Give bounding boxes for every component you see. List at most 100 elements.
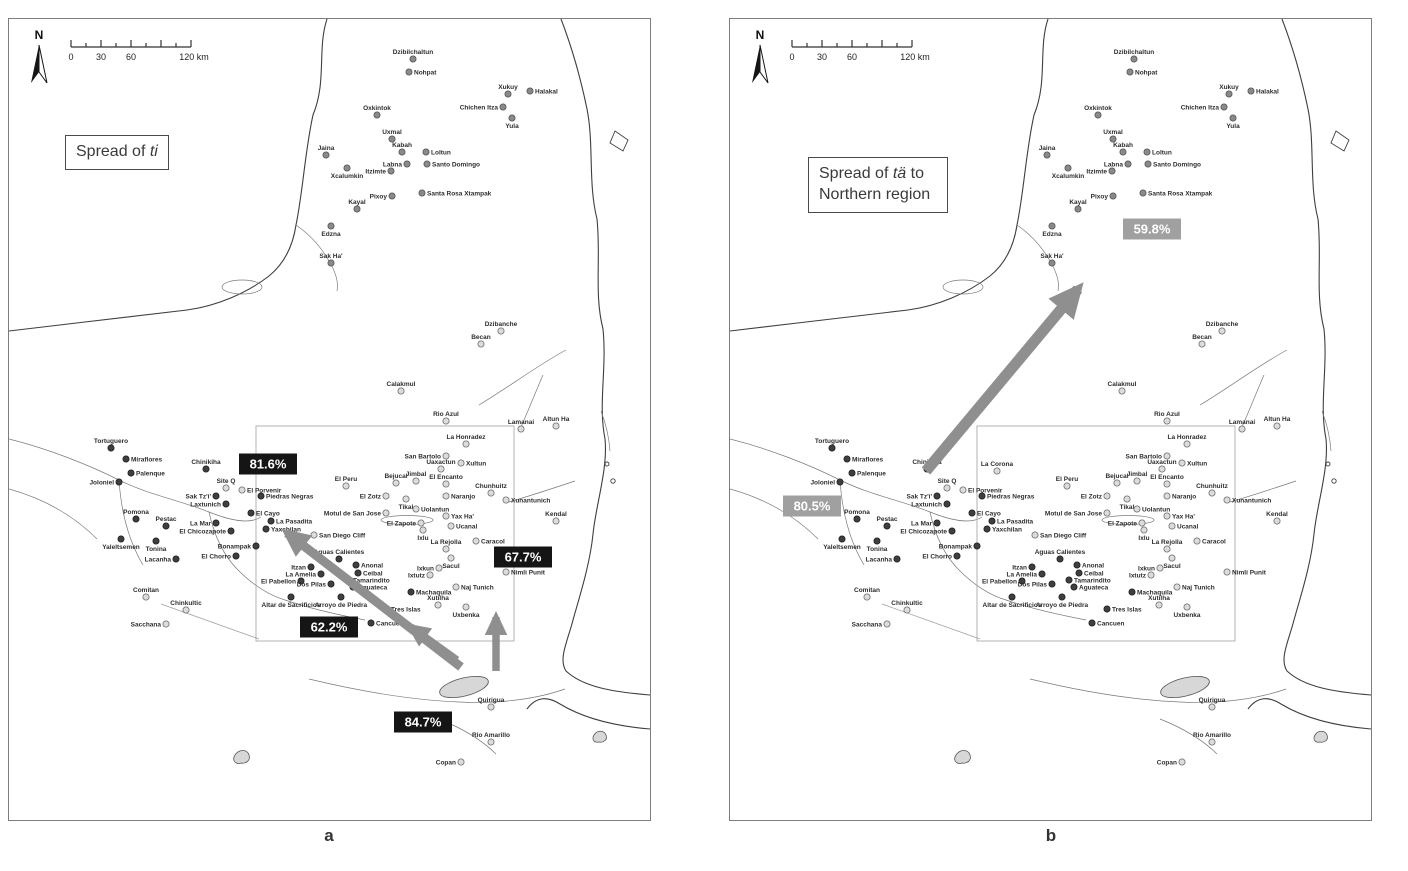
- site-dot: [442, 492, 450, 500]
- north-label: N: [756, 28, 765, 42]
- site-dot: [1103, 605, 1111, 613]
- site-label: Sacul: [1163, 563, 1181, 570]
- site-dot: [517, 425, 525, 433]
- site-naranjo: Naranjo: [442, 492, 475, 501]
- site-label: Uxbenka: [1173, 612, 1200, 619]
- site-altar-de-sacrificios: Altar de Sacrificios: [262, 593, 321, 609]
- site-bonampak: Bonampak: [218, 542, 260, 551]
- site-dot: [1109, 192, 1117, 200]
- site-chunhuitz: Chunhuitz: [1196, 483, 1229, 497]
- site-bonampak: Bonampak: [939, 542, 981, 551]
- site-label: La Pasadita: [276, 519, 313, 526]
- percent-badge: 59.8%: [1123, 218, 1181, 240]
- site-label: Xunantunich: [1232, 498, 1271, 505]
- site-label: Xutilha: [1148, 595, 1170, 602]
- site-la-mar: La Mar: [190, 519, 220, 528]
- site-label: Tikal: [399, 504, 414, 511]
- scale-tick-30: 30: [96, 52, 106, 62]
- site-santa-rosa-xtampak: Santa Rosa Xtampak: [418, 189, 492, 198]
- site-label: La Honradez: [1167, 434, 1207, 441]
- site-el-encanto: El Encanto: [429, 474, 463, 488]
- site-dot: [1208, 703, 1216, 711]
- spread-arrow: [406, 623, 460, 664]
- site-dot: [853, 515, 861, 523]
- site-label: Machaquila: [416, 590, 452, 597]
- site-label: Sak Ha': [1040, 253, 1064, 260]
- site-label: Chichen Itza: [1181, 105, 1220, 112]
- arrows-layer: [921, 282, 1084, 475]
- site-joloniel: Joloniel: [89, 478, 123, 487]
- site-label: Kayal: [1069, 199, 1087, 206]
- site-uaxactun: Uaxactun: [1147, 459, 1177, 473]
- site-dot: [392, 479, 400, 487]
- site-dot: [422, 148, 430, 156]
- site-el-cayo: El Cayo: [968, 509, 1001, 518]
- site-label: Jimbal: [406, 471, 427, 478]
- scale-tick-120: 120 km: [179, 52, 209, 62]
- site-dot: [132, 515, 140, 523]
- site-piedras-negras: Piedras Negras: [978, 492, 1035, 501]
- site-label: Copan: [1157, 760, 1177, 767]
- site-label: Naj Tunich: [461, 585, 494, 592]
- site-uolantun: Uolantun: [412, 505, 449, 514]
- site-dot: [342, 482, 350, 490]
- site-dot: [1118, 387, 1126, 395]
- site-anonal: Anonal: [1073, 561, 1104, 570]
- percent-badge: 80.5%: [783, 495, 841, 517]
- site-san-bartolo: San Bartolo: [405, 452, 450, 461]
- site-label: El Zapote: [1108, 521, 1138, 528]
- site-dot: [1058, 593, 1066, 601]
- north-arrow: N: [31, 28, 48, 84]
- site-label: San Bartolo: [1126, 454, 1163, 461]
- site-label: Pestac: [156, 516, 177, 523]
- percent-badge-box: [494, 546, 552, 568]
- site-label: Joloniel: [810, 480, 835, 487]
- site-label: Sacul: [442, 563, 460, 570]
- site-dot: [1031, 531, 1039, 539]
- site-el-peru: El Peru: [335, 476, 357, 490]
- site-label: Site Q: [938, 478, 957, 485]
- site-label: Bonampak: [939, 544, 973, 551]
- site-rio-amarillo: Rio Amarillo: [1193, 732, 1231, 746]
- site-label: El Porvenir: [247, 488, 282, 495]
- site-el-zapote: El Zapote: [1108, 519, 1146, 528]
- site-dot: [327, 259, 335, 267]
- site-label: Anonal: [361, 563, 383, 570]
- site-dot: [252, 542, 260, 550]
- site-label: Dzibilchaltun: [1114, 49, 1154, 56]
- site-xunantunich: Xunantunich: [1223, 496, 1271, 505]
- site-label: Machaquila: [1137, 590, 1173, 597]
- site-ucanal: Ucanal: [1168, 522, 1199, 531]
- site-sak-ha-: Sak Ha': [1040, 253, 1064, 267]
- site-label: Tres Islas: [1112, 607, 1142, 614]
- site-dot: [322, 151, 330, 159]
- site-san-diego-cliff: San Diego Cliff: [1031, 531, 1087, 540]
- site-label: Altun Ha: [543, 416, 570, 423]
- site-dot: [442, 452, 450, 460]
- site-dot: [107, 444, 115, 452]
- site-dot: [973, 542, 981, 550]
- site-site-q: Site Q: [938, 478, 957, 492]
- site-label: Chichen Itza: [460, 105, 499, 112]
- site-la-amelia: La Amelia: [1007, 570, 1046, 579]
- site-site-q: Site Q: [217, 478, 235, 492]
- site-label: Halakal: [535, 89, 558, 96]
- site-anonal: Anonal: [352, 561, 383, 570]
- site-label: Palenque: [136, 471, 165, 478]
- site-label: Ucanal: [1177, 524, 1199, 531]
- scale-bar: 0 30 60 120 km: [789, 40, 930, 62]
- site-sacchana: Sacchana: [852, 620, 891, 629]
- title-suffix: to Northern region: [819, 165, 931, 203]
- site-label: Uolantun: [421, 507, 449, 514]
- percent-badge-box: [783, 495, 841, 517]
- site-uxmal: Uxmal: [382, 129, 402, 143]
- north-arrow: N: [752, 28, 769, 84]
- site-rio-amarillo: Rio Amarillo: [472, 732, 510, 746]
- site-label: El Cayo: [256, 511, 280, 518]
- site-pestac: Pestac: [877, 516, 898, 530]
- site-label: Copan: [436, 760, 456, 767]
- site-yula: Yula: [1226, 114, 1240, 130]
- site-dot: [993, 467, 1001, 475]
- site-altar-de-sacrificios: Altar de Sacrificios: [983, 593, 1042, 609]
- site-label: Santo Domingo: [432, 162, 480, 169]
